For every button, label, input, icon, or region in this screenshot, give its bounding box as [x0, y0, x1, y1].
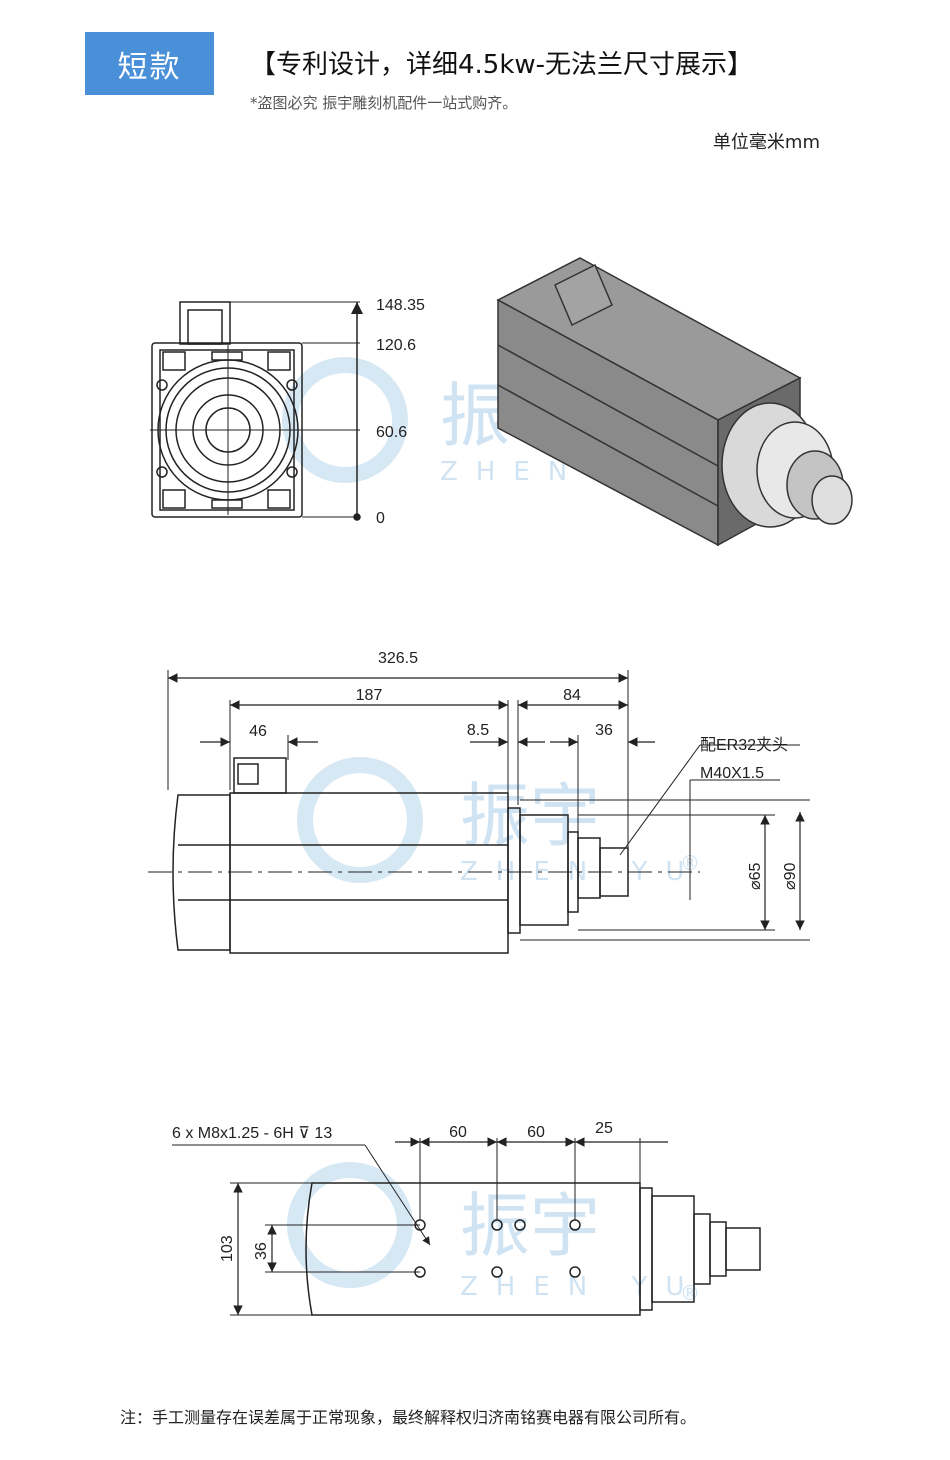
side-view — [148, 670, 810, 954]
side-dim-box: 46 — [249, 723, 267, 740]
front-dim-148: 148.35 — [376, 297, 425, 314]
collet-label: 配ER32夹头 — [700, 736, 788, 754]
page-subtitle: *盗图必究 振宇雕刻机配件一站式购齐。 — [250, 94, 518, 112]
svg-text:振宇: 振宇 — [460, 1185, 600, 1267]
style-badge: 短款 — [85, 32, 214, 95]
bottom-dim-height: 103 — [219, 1235, 236, 1262]
footer-note: 注：手工测量存在误差属于正常现象，最终解释权归济南铭赛电器有限公司所有。 — [120, 1408, 697, 1427]
svg-text:®: ® — [680, 1281, 700, 1305]
svg-text:振宇: 振宇 — [460, 775, 600, 857]
side-dim-gap: 8.5 — [467, 722, 489, 739]
bottom-dim-offset: 25 — [595, 1120, 613, 1137]
bottom-dim-hole-spacing: 36 — [253, 1242, 270, 1260]
bottom-dim-pitch1: 60 — [449, 1124, 467, 1141]
side-dim-dia65: ⌀65 — [747, 862, 764, 890]
isometric-spindle — [496, 257, 853, 547]
watermark-2: 振宇 ZHEN YU ® — [297, 757, 700, 887]
side-dim-collet-length: 36 — [595, 722, 613, 739]
side-dim-overall: 326.5 — [378, 650, 418, 667]
watermark-3: 振宇 ZHEN YU ® — [287, 1162, 700, 1305]
side-dim-nose: 84 — [563, 687, 581, 704]
front-view — [150, 301, 363, 521]
holes-spec: 6 x M8x1.25 - 6H ⊽ 13 — [172, 1125, 332, 1142]
side-dim-dia90: ⌀90 — [782, 862, 799, 890]
bottom-dim-pitch2: 60 — [527, 1124, 545, 1141]
bottom-view — [172, 1137, 761, 1316]
side-dim-body: 187 — [356, 687, 383, 704]
unit-label: 单位毫米mm — [712, 132, 820, 153]
thread-label: M40X1.5 — [700, 765, 764, 782]
front-dim-0: 0 — [376, 510, 385, 527]
front-dim-120: 120.6 — [376, 337, 416, 354]
front-dim-60: 60.6 — [376, 424, 407, 441]
page-title: 【专利设计，详细4.5kw-无法兰尺寸展示】 — [250, 50, 754, 80]
